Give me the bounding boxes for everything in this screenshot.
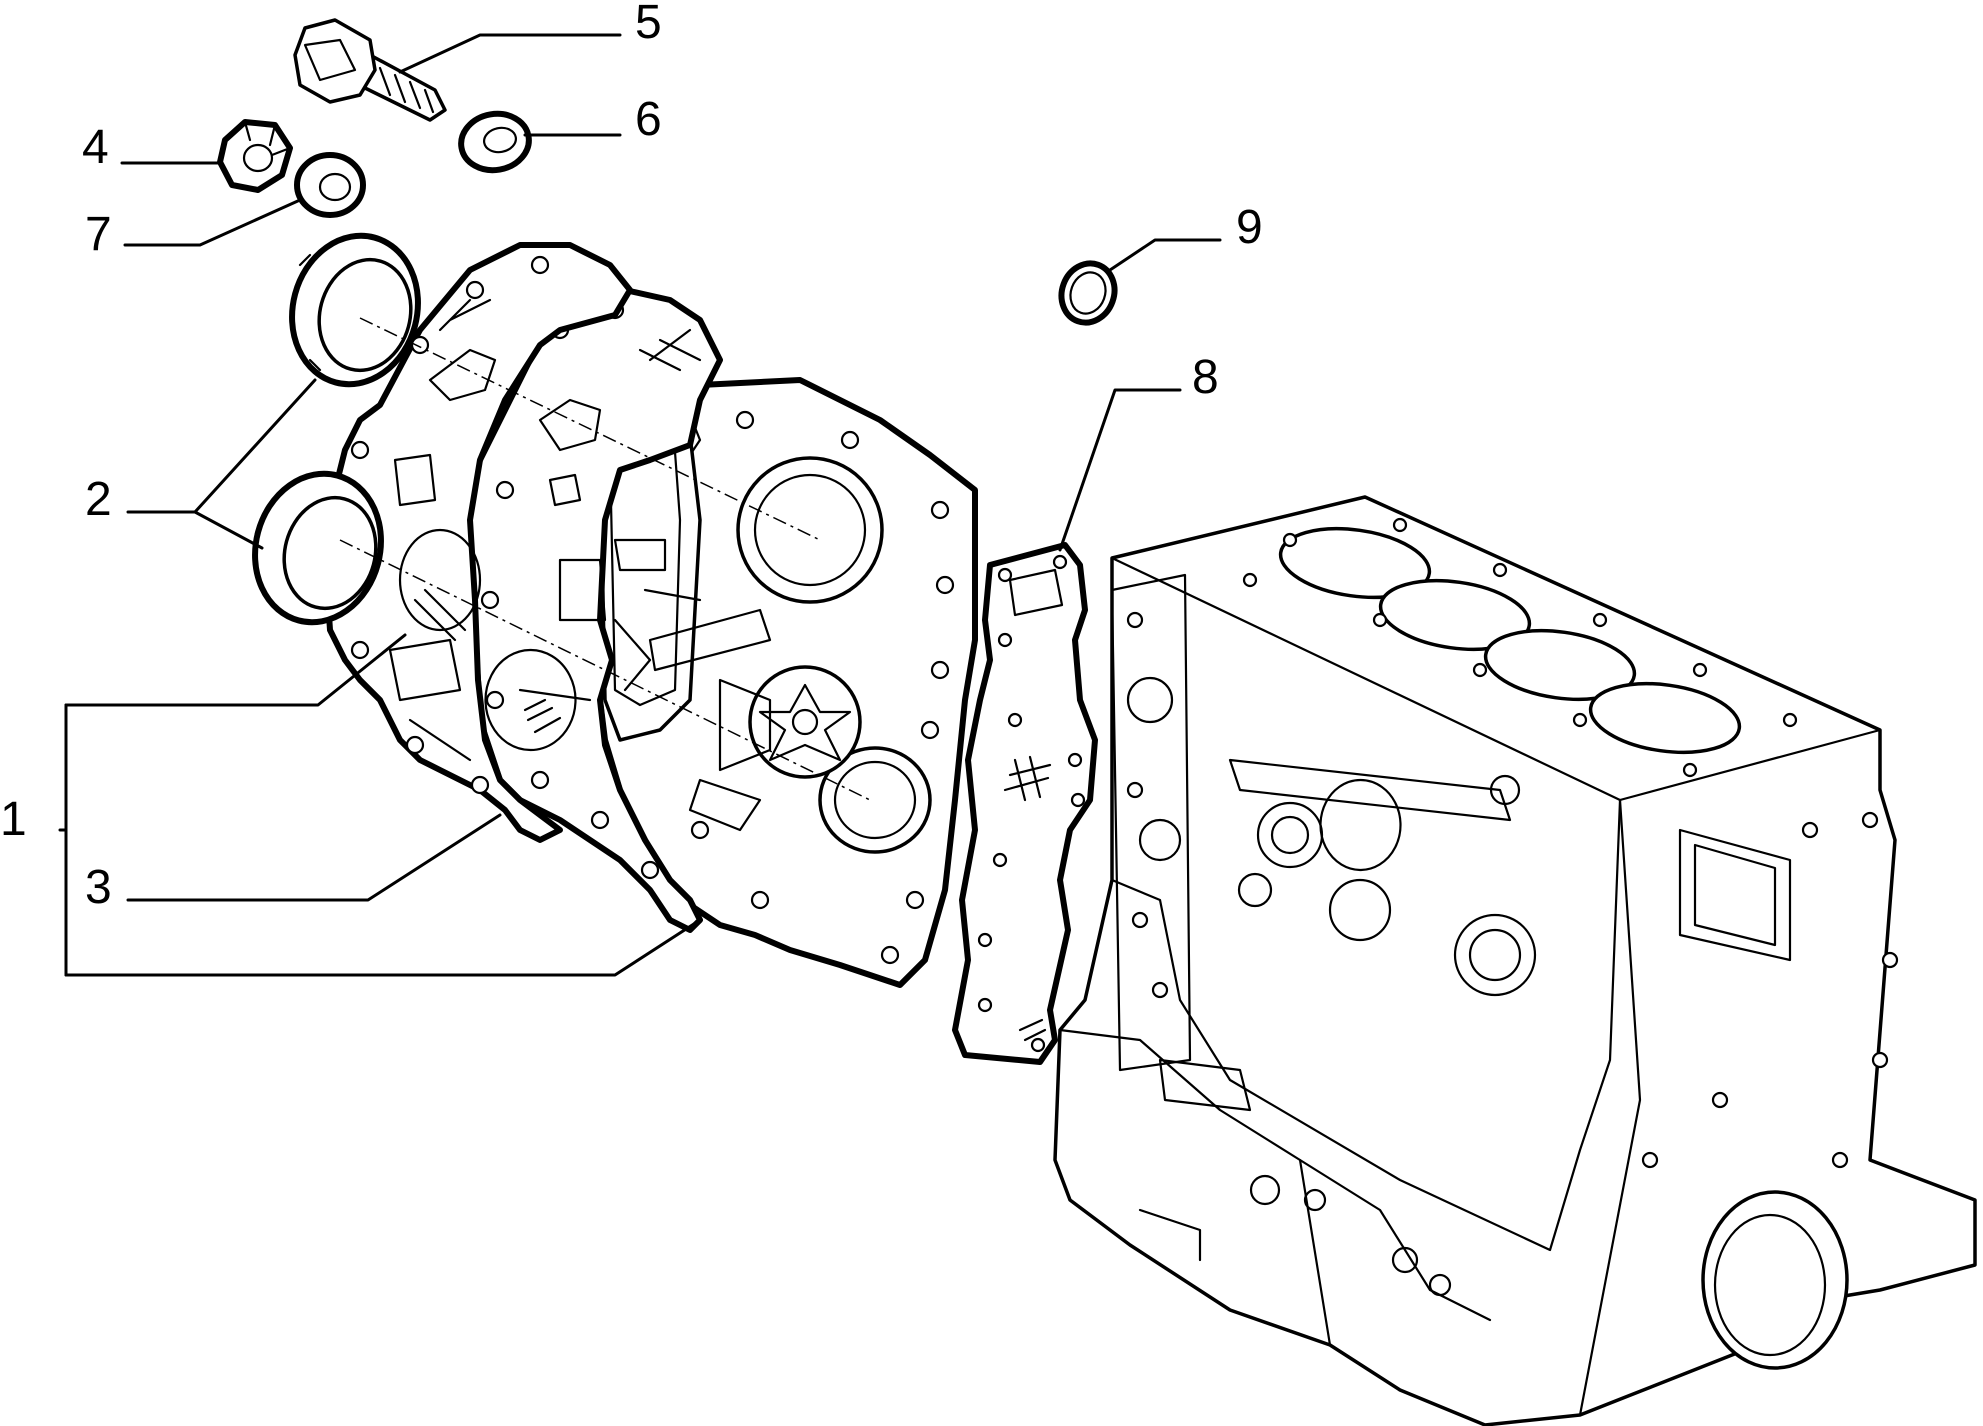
oil-seal-part-2-lower bbox=[252, 470, 384, 626]
axis-line bbox=[339, 539, 871, 801]
callout-label-8: 8 bbox=[1192, 351, 1219, 404]
o-ring-part-9 bbox=[1058, 260, 1118, 326]
callout-label-2: 2 bbox=[85, 473, 112, 526]
washer-part-6 bbox=[458, 110, 532, 174]
timing-cover-inner bbox=[597, 377, 978, 988]
callout-label-6: 6 bbox=[635, 93, 662, 146]
callout-label-3: 3 bbox=[85, 861, 112, 914]
bolt-part-5 bbox=[293, 18, 447, 122]
engine-block bbox=[1053, 495, 1977, 1426]
callout-label-1: 1 bbox=[0, 793, 27, 846]
callout-label-7: 7 bbox=[85, 208, 112, 261]
callout-label-9: 9 bbox=[1236, 201, 1263, 254]
gasket-part-8 bbox=[952, 542, 1098, 1065]
leader-lines bbox=[58, 33, 1222, 977]
axis-line bbox=[359, 317, 821, 541]
oil-seal-part-2-upper bbox=[289, 232, 421, 388]
callout-label-5: 5 bbox=[635, 0, 662, 49]
callout-label-4: 4 bbox=[82, 121, 109, 174]
washer-part-7 bbox=[294, 152, 366, 218]
nut-part-4 bbox=[217, 119, 293, 193]
